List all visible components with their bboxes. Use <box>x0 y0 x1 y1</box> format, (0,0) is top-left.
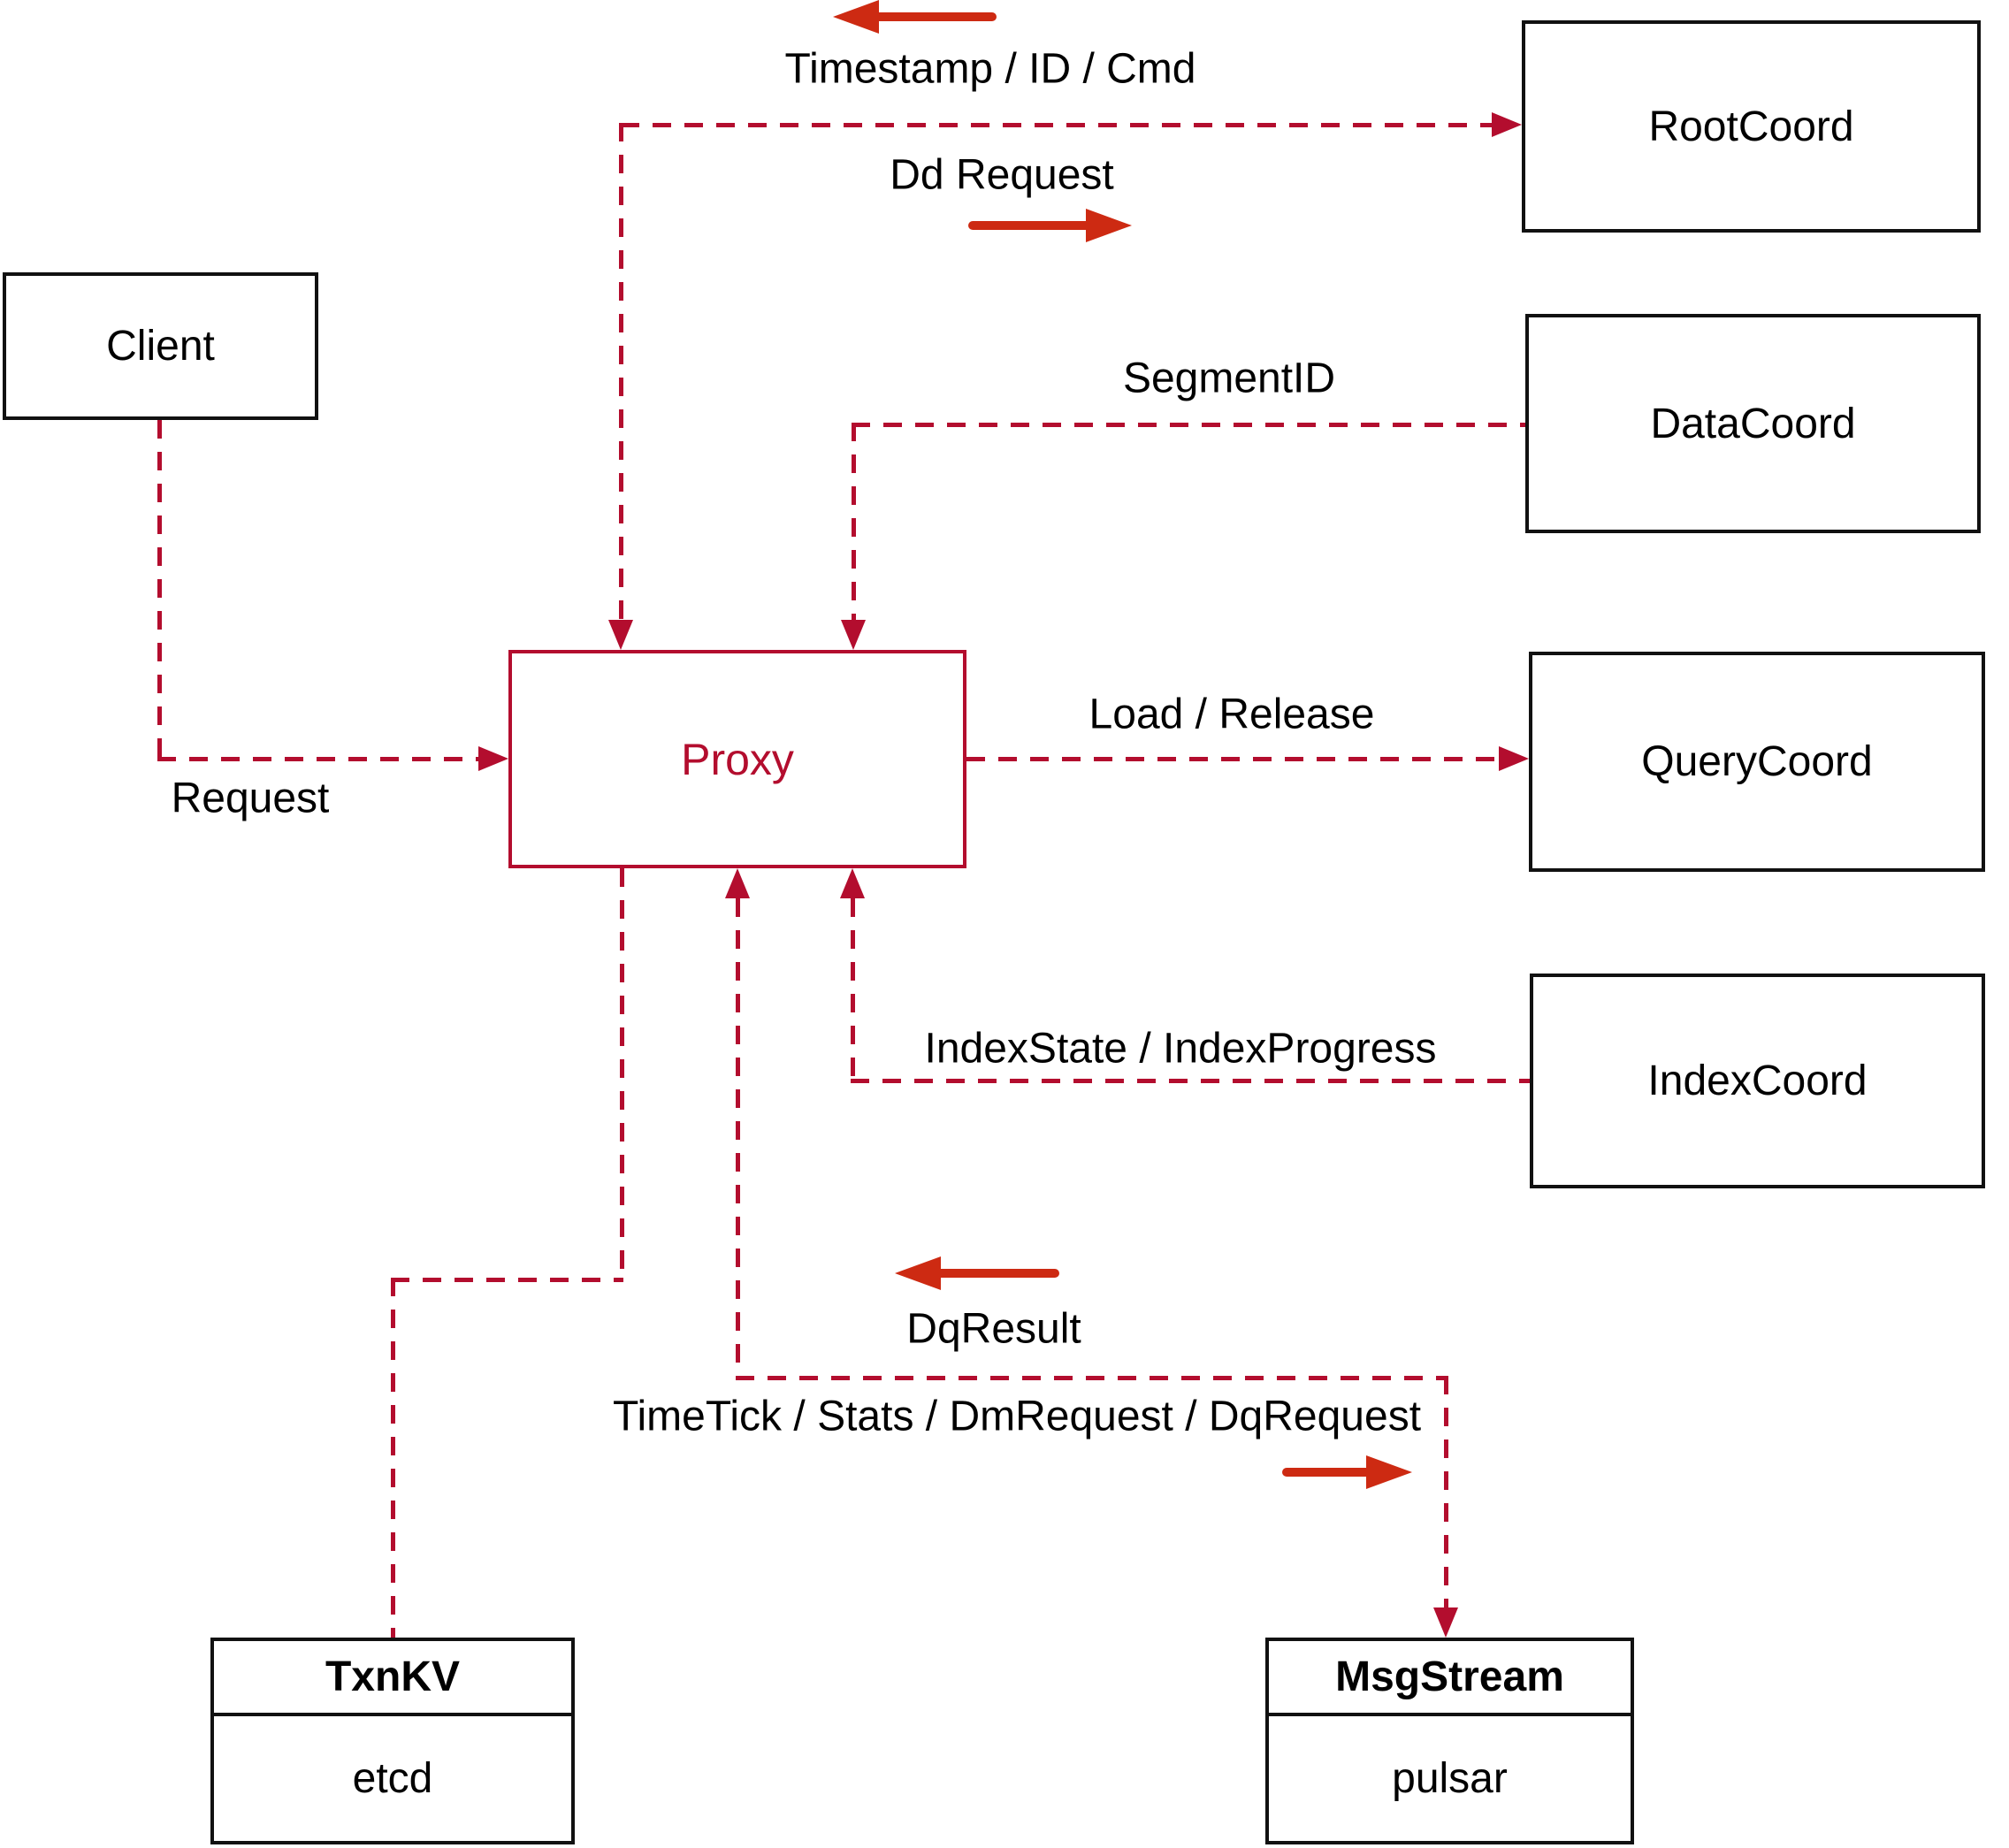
arrowhead-into-proxy-left <box>478 746 508 771</box>
arrowhead-into-proxy-bottom-left <box>725 868 750 898</box>
node-proxy: Proxy <box>508 650 966 868</box>
txnkv-impl-text: etcd <box>352 1755 433 1802</box>
edge-proxy-msgstream-vertical-2 <box>1444 1376 1448 1607</box>
flow-arrow-ddrequest-right-icon <box>1086 209 1132 242</box>
edge-proxy-txnkv-vertical-1 <box>620 868 624 1282</box>
arrowhead-into-querycoord <box>1499 746 1529 771</box>
node-client-label: Client <box>106 323 215 370</box>
label-dqresult: DqResult <box>906 1305 1081 1353</box>
node-querycoord: QueryCoord <box>1529 652 1985 872</box>
arrowhead-into-proxy-top-left <box>608 620 633 650</box>
node-querycoord-label: QueryCoord <box>1641 738 1873 785</box>
arrowhead-into-proxy-top-right <box>841 620 866 650</box>
flow-arrow-timetick-shaft <box>1282 1468 1371 1477</box>
edge-proxy-txnkv-vertical-2 <box>391 1278 395 1638</box>
txnkv-title-text: TxnKV <box>325 1653 460 1700</box>
edge-datacoord-proxy-vertical <box>852 423 856 620</box>
msgstream-title-text: MsgStream <box>1335 1653 1564 1700</box>
arrowhead-into-msgstream <box>1433 1607 1458 1638</box>
arrowhead-into-rootcoord <box>1492 112 1522 137</box>
label-timestamp-id-cmd: Timestamp / ID / Cmd <box>784 45 1196 93</box>
flow-arrow-dqresult-left-icon <box>895 1256 941 1290</box>
node-indexcoord-label: IndexCoord <box>1647 1058 1868 1104</box>
node-proxy-label: Proxy <box>681 734 794 784</box>
flow-arrow-timestamp-shaft <box>870 12 997 21</box>
label-request: Request <box>171 775 330 822</box>
edge-proxy-msgstream-horizontal <box>736 1376 1448 1380</box>
node-indexcoord: IndexCoord <box>1530 974 1985 1188</box>
node-datacoord: DataCoord <box>1525 314 1981 533</box>
node-txnkv-impl: etcd <box>214 1716 571 1841</box>
edge-rootcoord-proxy-vertical <box>619 123 623 620</box>
flow-arrow-timestamp-left-icon <box>833 0 879 34</box>
edge-indexcoord-proxy-vertical <box>851 898 855 1081</box>
arrowhead-into-proxy-bottom-right <box>840 868 865 898</box>
label-segment-id: SegmentID <box>1122 355 1336 402</box>
edge-proxy-rootcoord-horizontal <box>621 123 1492 127</box>
label-timetick-stats-dmrequest-dqrequest: TimeTick / Stats / DmRequest / DqRequest <box>612 1393 1422 1440</box>
edge-proxy-querycoord-horizontal <box>966 757 1499 761</box>
edge-proxy-txnkv-horizontal <box>391 1278 623 1282</box>
edge-proxy-msgstream-vertical-1 <box>736 898 740 1378</box>
node-txnkv-title: TxnKV <box>214 1641 571 1716</box>
msgstream-impl-text: pulsar <box>1392 1755 1508 1802</box>
flow-arrow-dqresult-shaft <box>936 1269 1059 1278</box>
label-indexstate-indexprogress: IndexState / IndexProgress <box>924 1025 1437 1073</box>
node-rootcoord-label: RootCoord <box>1648 103 1854 150</box>
node-rootcoord: RootCoord <box>1522 20 1981 233</box>
node-msgstream: MsgStream pulsar <box>1265 1638 1634 1844</box>
node-msgstream-title: MsgStream <box>1269 1641 1631 1716</box>
edge-client-proxy-horizontal <box>157 757 482 761</box>
edge-client-proxy-vertical <box>157 420 162 760</box>
node-client: Client <box>3 272 318 420</box>
flow-arrow-timetick-right-icon <box>1366 1455 1412 1489</box>
node-datacoord-label: DataCoord <box>1650 400 1856 447</box>
edge-indexcoord-proxy-horizontal <box>851 1079 1530 1083</box>
node-msgstream-impl: pulsar <box>1269 1716 1631 1841</box>
edge-datacoord-proxy-horizontal <box>852 423 1525 427</box>
node-txnkv: TxnKV etcd <box>210 1638 575 1844</box>
label-dd-request: Dd Request <box>890 151 1114 199</box>
label-load-release: Load / Release <box>1089 691 1375 738</box>
flow-arrow-ddrequest-shaft <box>968 221 1092 230</box>
